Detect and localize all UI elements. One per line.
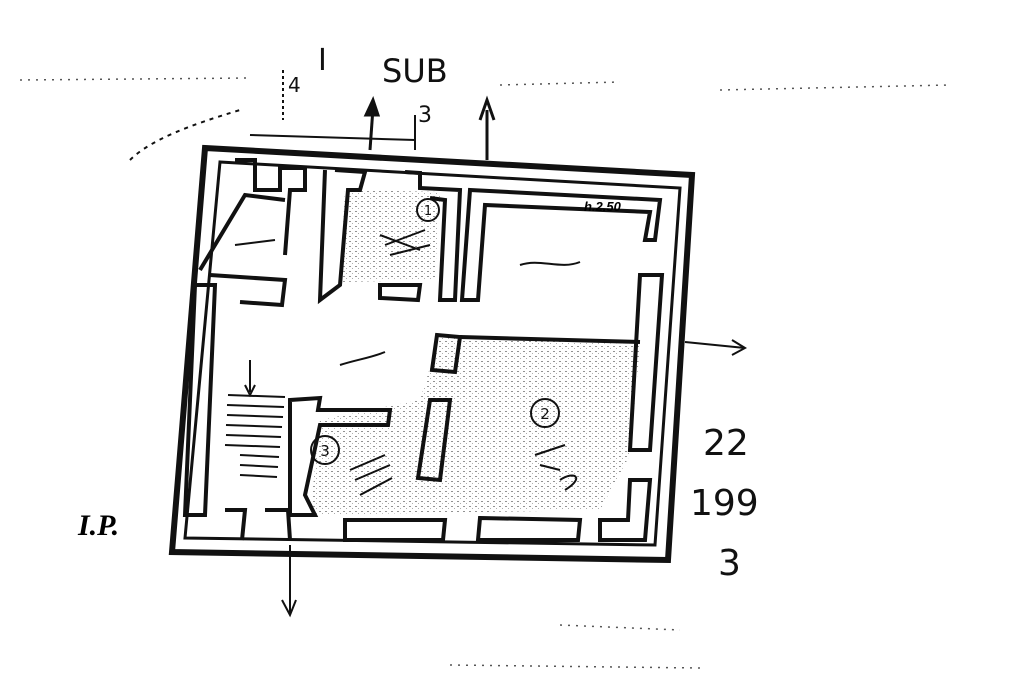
sub-label: SUB <box>382 52 448 90</box>
inner-wall <box>183 160 682 547</box>
room-1-shading <box>340 190 440 282</box>
stairs <box>224 360 286 478</box>
room-marker-2: 2 <box>530 398 560 428</box>
height-note: h.2.50 <box>584 199 622 214</box>
scribbles <box>129 109 581 496</box>
direction-arrows <box>249 70 748 618</box>
room-marker-3: 3 <box>310 435 340 465</box>
sub-number: 3 <box>418 103 432 128</box>
svg-text:3: 3 <box>320 442 330 460</box>
side-number: 4 <box>288 73 301 97</box>
room-marker-1: 1 <box>416 198 440 222</box>
floor-label: I.P. <box>77 509 119 542</box>
parcel-line-3: 3 <box>718 543 741 584</box>
parcel-line-2: 199 <box>690 483 759 524</box>
outer-wall <box>168 144 696 564</box>
interior-walls <box>182 158 665 542</box>
svg-text:2: 2 <box>540 405 550 423</box>
parcel-line-1: 22 <box>703 423 749 464</box>
floor-numeral: I <box>318 43 327 78</box>
scan-noise <box>19 77 951 669</box>
svg-text:1: 1 <box>424 204 432 219</box>
